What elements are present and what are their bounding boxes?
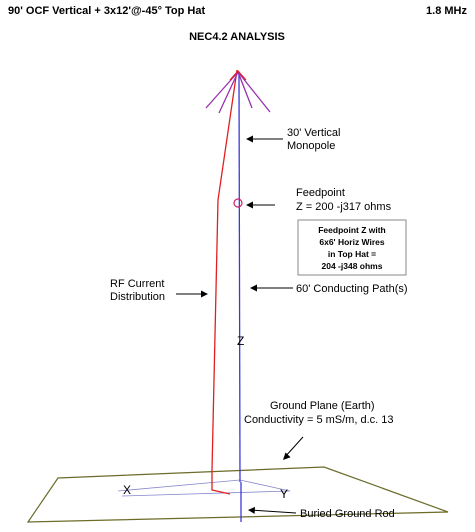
info-box-line3: in Top Hat =: [328, 249, 376, 259]
y-axis-label: Y: [280, 487, 288, 501]
svg-text:Ground Plane (Earth)Conductivi: Ground Plane (Earth) Conductivity = 5 mS/…: [244, 400, 393, 426]
rf-current-label-line1: RF Current: [110, 278, 164, 290]
ground-rod-annotation: Buried Ground Rod: [248, 506, 395, 520]
conducting-path-label: 60' Conducting Path(s): [296, 283, 408, 295]
frequency-label: 1.8 MHz: [426, 5, 467, 17]
feedpoint-impedance: Z = 200 -j317 ohms: [296, 201, 392, 213]
info-box-line2: 6x6' Horiz Wires: [319, 237, 385, 247]
rf-current-label-line2: Distribution: [110, 291, 165, 303]
info-box-line1: Feedpoint Z with: [318, 225, 386, 235]
monopole-label-line2: Monopole: [287, 140, 335, 152]
diagram-title: 90' OCF Vertical + 3x12'@-45° Top Hat: [8, 5, 205, 17]
info-box-line4: 204 -j348 ohms: [322, 261, 383, 271]
feedpoint-label-line1: Feedpoint: [296, 187, 345, 199]
ground-rod-label: Buried Ground Rod: [300, 508, 395, 520]
ground-plane: [26, 466, 449, 523]
ground-radial-lines: [117, 479, 291, 497]
info-box: Feedpoint Z with 6x6' Horiz Wires in Top…: [297, 219, 407, 276]
ground-plane-label-line1: Ground Plane (Earth): [270, 400, 375, 412]
vertical-monopole-wire: [238, 73, 241, 483]
ground-plane-annotation: Ground Plane (Earth) Conductivity = 5 mS/…: [244, 400, 393, 460]
conducting-path-annotation: 60' Conducting Path(s): [250, 283, 408, 295]
top-hat-arrow-tip: [229, 70, 247, 81]
top-hat-wires: [205, 71, 271, 114]
rf-current-distribution: [211, 69, 238, 495]
analysis-heading: NEC4.2 ANALYSIS: [189, 31, 285, 43]
feedpoint-annotation: Feedpoint Z = 200 -j317 ohms: [246, 187, 392, 213]
ground-plane-conductivity: Conductivity = 5 mS/m, d.c. 13: [244, 414, 393, 426]
feedpoint-marker: [233, 198, 243, 208]
monopole-label-line1: 30' Vertical: [287, 127, 340, 139]
z-axis-label: Z: [237, 334, 244, 348]
x-axis-label: X: [123, 483, 131, 497]
